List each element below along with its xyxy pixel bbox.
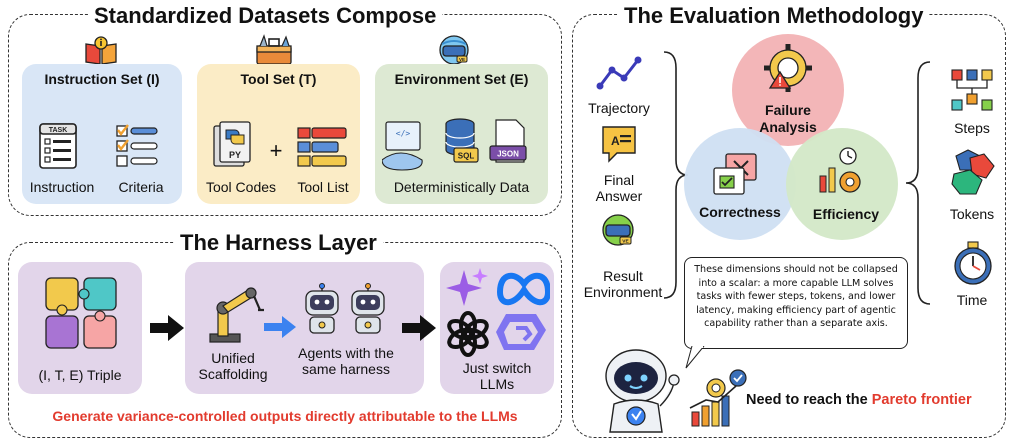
pareto-highlight: Pareto frontier (871, 392, 972, 408)
evaluation-title: The Evaluation Methodology (618, 4, 930, 28)
right-brace (904, 60, 934, 306)
plus-sign: + (269, 138, 283, 163)
code-database-json-icon: </> SQL JSON (381, 116, 542, 172)
trajectory-label: Trajectory (588, 100, 650, 116)
numbered-list-icon (296, 126, 350, 170)
triple-panel (18, 262, 142, 394)
steps-label: Steps (954, 120, 990, 136)
tool-list-label: Tool List (297, 179, 349, 195)
flowchart-icon (950, 68, 994, 112)
svg-text:VE: VE (622, 239, 629, 245)
svg-text:A: A (611, 134, 620, 148)
gear-warning-icon (762, 42, 814, 94)
svg-text:JSON: JSON (497, 150, 519, 159)
stopwatch-icon (952, 240, 994, 286)
trajectory-line-icon (596, 56, 642, 92)
environment-set-title: Environment Set (E) (394, 71, 529, 87)
chart-gear-icon (816, 144, 866, 196)
tool-codes-label: Tool Codes (205, 179, 277, 195)
svg-text:TASK: TASK (49, 127, 68, 134)
note-tail (684, 345, 708, 370)
svg-text:</>: </> (396, 129, 411, 138)
toolbox-icon (254, 34, 294, 66)
final-answer-label: Final Answer (595, 172, 643, 204)
efficiency-label: Efficiency (812, 206, 880, 222)
vr-environment-icon: VE (437, 34, 471, 66)
datasets-title: Standardized Datasets Compose (88, 4, 443, 28)
instruction-label: Instruction (29, 179, 95, 195)
deterministic-data-label: Deterministically Data (393, 179, 530, 195)
book-info-icon (84, 36, 118, 66)
puzzle-pieces-icon (44, 276, 118, 350)
arrow-right-icon-1 (150, 315, 184, 341)
check-window-icon (712, 152, 760, 198)
vr-environment-icon: VE (600, 212, 636, 248)
result-environment-label: Result Environment (583, 268, 663, 300)
arrow-right-icon-2 (402, 315, 436, 341)
pareto-prefix: Need to reach the (746, 392, 872, 408)
failure-analysis-label: Failure Analysis (759, 102, 817, 135)
agents-label: Agents with the same harness (298, 345, 394, 377)
twin-robots-icon (300, 283, 392, 335)
correctness-label: Correctness (699, 204, 781, 220)
svg-text:PY: PY (229, 150, 241, 160)
python-file-icon: PY (212, 118, 258, 170)
svg-text:VE: VE (459, 57, 465, 62)
instruction-set-title: Instruction Set (I) (44, 71, 160, 87)
svg-text:SQL: SQL (458, 152, 475, 161)
answer-document-icon: A (600, 124, 638, 164)
dimensions-note: These dimensions should not be collapsed… (684, 257, 908, 349)
triple-label: (I, T, E) Triple (38, 367, 122, 383)
time-label: Time (956, 292, 988, 308)
checklist-icon (115, 124, 159, 168)
criteria-label: Criteria (118, 179, 164, 195)
robot-arm-icon (196, 282, 268, 344)
tool-set-title: Tool Set (T) (240, 71, 317, 87)
harness-footer: Generate variance-controlled outputs dir… (52, 408, 518, 424)
scaffolding-label: Unified Scaffolding (198, 350, 268, 382)
robot-mascot-icon (592, 338, 688, 434)
growth-chart-icon (686, 366, 748, 428)
task-document-icon: TASK (38, 122, 78, 170)
pareto-line: Need to reach the Pareto frontier (746, 392, 972, 408)
switch-llms-label: Just switch LLMs (462, 360, 532, 392)
tokens-label: Tokens (949, 206, 995, 222)
gems-icon (948, 148, 996, 198)
harness-title: The Harness Layer (174, 231, 383, 255)
llm-logos-icon (446, 266, 552, 360)
blue-arrow-icon (264, 316, 296, 338)
